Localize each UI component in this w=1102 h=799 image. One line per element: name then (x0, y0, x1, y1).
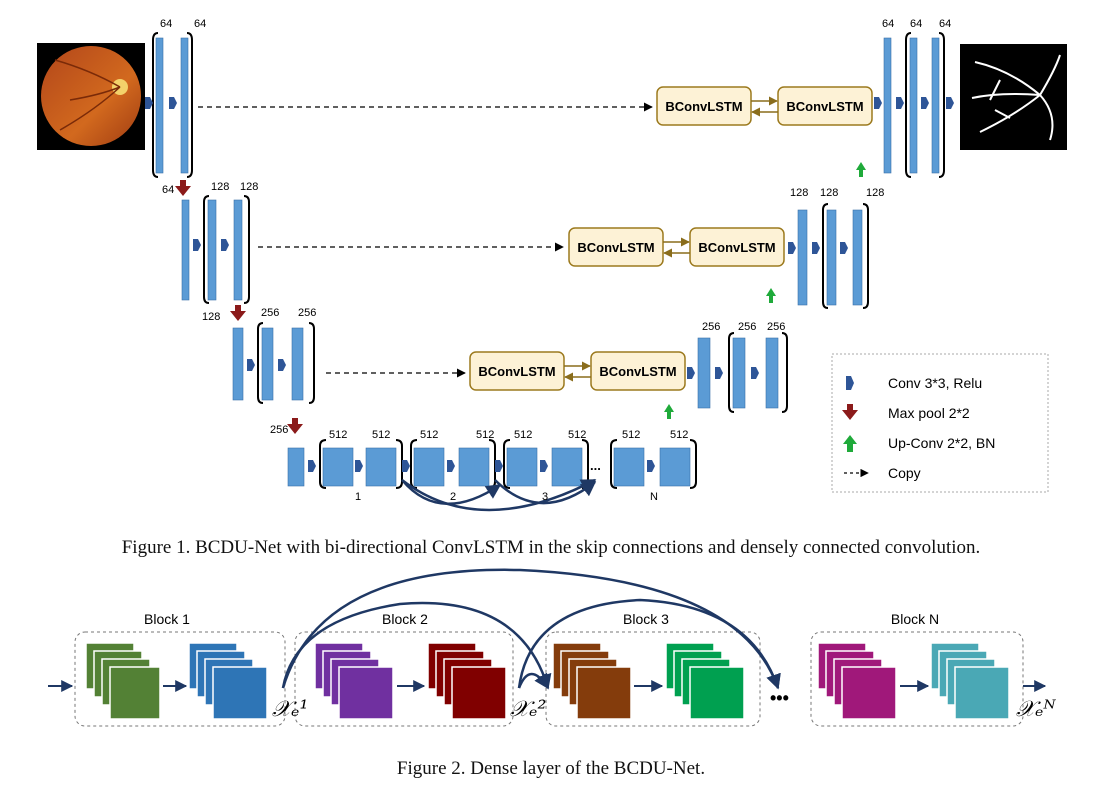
output-xen: 𝒳ₑᴺ (1016, 697, 1056, 722)
block-2-frame (294, 631, 514, 727)
enc2-label-in: 64 (162, 184, 174, 196)
enc3-label-a: 256 (261, 307, 279, 319)
decoder-level-1 (874, 32, 954, 178)
dec2-label-b: 128 (820, 187, 838, 199)
enc2-label-b: 128 (240, 181, 258, 193)
stack-green-2 (665, 642, 745, 720)
bconvlstm-pair-level-1 (656, 86, 873, 126)
up-conv-arrow-1-icon (856, 162, 866, 177)
bconvlstm-1b-label: BConvLSTM (786, 99, 863, 114)
bottom-block-number-3: 3 (542, 491, 548, 503)
bottom-block-number-n: N (650, 491, 658, 503)
dec2-label-c: 128 (866, 187, 884, 199)
stack-magenta (817, 642, 897, 720)
enc3-label-in: 128 (202, 311, 220, 323)
bottom-label-5: 512 (514, 429, 532, 441)
legend (831, 353, 1049, 493)
output-vessel-segmentation (960, 44, 1067, 150)
block-3-frame (545, 631, 761, 727)
enc1-label-b: 64 (194, 18, 206, 30)
encoder-level-3 (232, 322, 315, 404)
enc2-label-a: 128 (211, 181, 229, 193)
bconvlstm-pair-level-2 (568, 227, 785, 267)
bottom-label-1: 512 (329, 429, 347, 441)
output-xe1: 𝒳ₑ¹ (272, 697, 308, 722)
enc3-label-b: 256 (298, 307, 316, 319)
bottom-label-7: 512 (622, 429, 640, 441)
figure-1-caption: Figure 1. BCDU-Net with bi-directional C… (121, 537, 981, 558)
decoder-level-2 (788, 203, 869, 309)
encoder-level-2 (181, 195, 250, 304)
bconvlstm-2a-label: BConvLSTM (577, 240, 654, 255)
max-pool-arrow-3-icon (287, 418, 303, 434)
block-1-title: Block 1 (144, 611, 190, 627)
block-n-title: Block N (891, 611, 939, 627)
blocks-ellipsis: ••• (770, 688, 789, 708)
input-fundus-image (37, 43, 145, 150)
stack-brown (552, 642, 632, 720)
stack-purple (314, 642, 394, 720)
dec1-label-a: 64 (882, 18, 894, 30)
dec1-label-b: 64 (910, 18, 922, 30)
dec3-label-c: 256 (767, 321, 785, 333)
unet-diagram: 64 64 64 128 128 128 256 (37, 18, 1067, 512)
bottom-label-2: 512 (372, 429, 390, 441)
bottom-block-number-1: 1 (355, 491, 361, 503)
decoder-level-3 (687, 332, 788, 413)
bottom-label-3: 512 (420, 429, 438, 441)
legend-upconv-label: Up-Conv 2*2, BN (888, 435, 995, 451)
stack-maroon (427, 642, 507, 720)
block-3-title: Block 3 (623, 611, 669, 627)
max-pool-arrow-2-icon (230, 305, 246, 321)
stack-teal (930, 642, 1010, 720)
dense-layer-diagram: Block 1 Block 2 Block 3 Block N (48, 568, 1056, 727)
dense-skip-arcs (281, 568, 781, 690)
legend-conv-label: Conv 3*3, Relu (888, 375, 982, 391)
conv-arrow-icon (846, 376, 854, 390)
bconvlstm-1a-label: BConvLSTM (665, 99, 742, 114)
block-n-frame (810, 631, 1024, 727)
bottom-block-number-2: 2 (450, 491, 456, 503)
bconvlstm-3b-label: BConvLSTM (599, 364, 676, 379)
up-conv-arrow-2-icon (766, 288, 776, 303)
dec3-label-a: 256 (702, 321, 720, 333)
bconvlstm-2b-label: BConvLSTM (698, 240, 775, 255)
dec2-label-a: 128 (790, 187, 808, 199)
dec1-label-c: 64 (939, 18, 951, 30)
stack-blue (188, 642, 268, 720)
max-pool-arrow-icon (842, 404, 858, 420)
stack-green (85, 642, 161, 720)
max-pool-arrow-1-icon (175, 180, 191, 196)
bottom-ellipsis: ... (590, 458, 601, 473)
output-xe2: 𝒳ₑ² (510, 697, 546, 722)
figure-2-caption: Figure 2. Dense layer of the BCDU-Net. (396, 758, 706, 779)
bottom-label-in: 256 (270, 424, 288, 436)
bottom-label-4: 512 (476, 429, 494, 441)
bconvlstm-3a-label: BConvLSTM (478, 364, 555, 379)
bottom-label-8: 512 (670, 429, 688, 441)
dec3-label-b: 256 (738, 321, 756, 333)
bottleneck-dense-blocks (287, 439, 697, 512)
legend-copy-label: Copy (888, 465, 921, 481)
bconvlstm-pair-level-3 (469, 351, 686, 391)
encoder-level-1 (145, 32, 193, 178)
block-2-title: Block 2 (382, 611, 428, 627)
enc1-label-a: 64 (160, 18, 172, 30)
up-conv-arrow-icon (843, 435, 857, 452)
legend-maxpool-label: Max pool 2*2 (888, 405, 970, 421)
bottom-label-6: 512 (568, 429, 586, 441)
up-conv-arrow-3-icon (664, 404, 674, 419)
